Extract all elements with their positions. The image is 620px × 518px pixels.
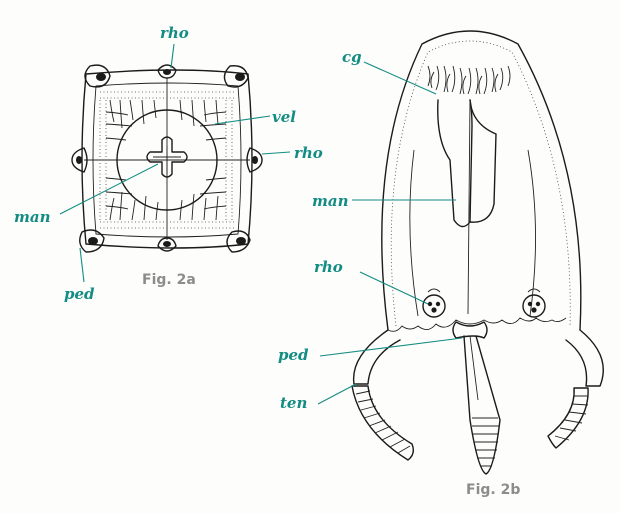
fig2b-label-ten: ten bbox=[280, 394, 307, 412]
fig2b-right-pedalium bbox=[566, 330, 603, 386]
fig2b-label-cg: cg bbox=[342, 48, 362, 66]
fig2a-label-rho-top: rho bbox=[160, 24, 189, 42]
fig2b-left-pedalium bbox=[354, 330, 400, 384]
fig2a-caption: Fig. 2a bbox=[142, 272, 196, 288]
fig2b-rhopalia bbox=[423, 289, 545, 317]
fig2a-label-ped: ped bbox=[64, 285, 95, 303]
fig2b-leaders bbox=[318, 62, 462, 404]
fig2a-drawing bbox=[72, 65, 262, 252]
fig2b-gastric-filaments bbox=[428, 66, 510, 94]
fig2b-label-ped: ped bbox=[278, 346, 309, 364]
fig2a-label-rho-right: rho bbox=[294, 144, 323, 162]
fig2b-label-rho: rho bbox=[314, 258, 343, 276]
fig2a-label-vel: vel bbox=[272, 108, 296, 126]
fig2b-manubrium-right bbox=[470, 100, 496, 222]
fig2a-label-man: man bbox=[14, 208, 51, 226]
fig2b-label-man: man bbox=[312, 192, 349, 210]
fig2a-pedalia bbox=[80, 65, 250, 252]
fig2b-tentacles bbox=[352, 336, 588, 474]
fig2b-bell-outline bbox=[382, 31, 581, 330]
fig2b-manubrium bbox=[438, 100, 472, 227]
fig2b-caption: Fig. 2b bbox=[466, 482, 520, 498]
fig2b-bell-inner-margin bbox=[391, 41, 570, 326]
fig2b-drawing bbox=[352, 31, 603, 474]
